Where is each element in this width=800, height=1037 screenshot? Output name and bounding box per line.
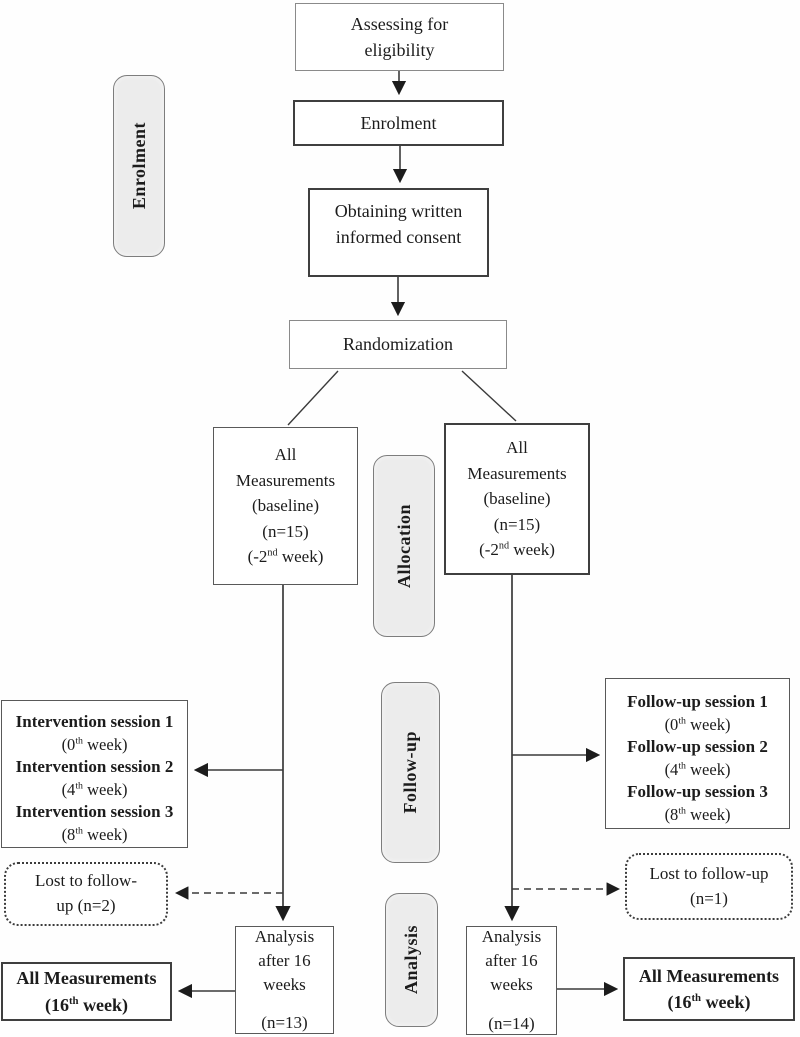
lost-left-line2: up (n=2) (56, 896, 116, 915)
baseline-right-l1: All (506, 438, 528, 458)
stage-label-enrolment-text: Enrolment (128, 122, 149, 210)
stage-label-allocation-text: Allocation (393, 504, 414, 588)
analysis-left-l3: weeks (263, 974, 306, 994)
stage-label-followup-text: Follow-up (400, 731, 420, 814)
enrolment-box: Enrolment (293, 100, 504, 146)
baseline-right-week: (-2nd week) (479, 540, 555, 560)
allmeas-right-week: (16th week) (667, 992, 751, 1012)
all-measurements-left-box: All Measurements (16th week) (1, 962, 172, 1021)
allmeas-right-line1: All Measurements (638, 965, 780, 986)
assessing-line1: Assessing for (350, 13, 449, 34)
followup-session-3-title: Follow-up session 3 (627, 782, 768, 802)
followup-session-1-week: (0th week) (664, 714, 731, 734)
followup-sessions-box: Follow-up session 1 (0th week) Follow-up… (605, 678, 790, 829)
assessing-eligibility-box: Assessing for eligibility (295, 3, 504, 71)
intervention-session-3-week: (8th week) (61, 825, 128, 845)
stage-label-allocation: Allocation (373, 455, 435, 637)
followup-session-2-title: Follow-up session 2 (627, 737, 768, 757)
baseline-right-l2: Measurements (467, 463, 567, 483)
lost-to-followup-left-box: Lost to follow- up (n=2) (4, 862, 168, 926)
intervention-session-2-title: Intervention session 2 (15, 757, 174, 777)
followup-session-1-title: Follow-up session 1 (627, 692, 768, 711)
lost-right-line1: Lost to follow-up (649, 863, 769, 883)
consent-line1: Obtaining written (334, 201, 463, 221)
intervention-session-3-title: Intervention session 3 (15, 802, 174, 822)
analysis-left-l1: Analysis (254, 926, 315, 946)
baseline-measurements-right-box: All Measurements (baseline) (n=15) (-2nd… (444, 423, 590, 575)
analysis-right-n: (n=14) (488, 1013, 535, 1033)
baseline-left-l3: (baseline) (251, 496, 320, 516)
consent-line2: informed consent (335, 227, 462, 248)
followup-session-2-week: (4th week) (664, 760, 731, 780)
allmeas-left-line1: All Measurements (16, 968, 157, 989)
stage-label-enrolment: Enrolment (113, 75, 165, 257)
baseline-left-week: (-2nd week) (247, 547, 324, 567)
intervention-session-1-title: Intervention session 1 (15, 712, 174, 731)
randomization-label: Randomization (343, 334, 453, 355)
baseline-left-l4: (n=15) (262, 521, 309, 541)
baseline-measurements-left-box: All Measurements (baseline) (n=15) (-2nd… (213, 427, 358, 585)
analysis-right-l3: weeks (490, 975, 533, 994)
baseline-right-l4: (n=15) (493, 514, 541, 534)
analysis-right-l2: after 16 (485, 951, 538, 971)
intervention-session-1-week: (0th week) (61, 734, 128, 754)
lost-left-line1: Lost to follow- (35, 871, 137, 891)
randomization-box: Randomization (289, 320, 507, 369)
enrolment-box-label: Enrolment (360, 112, 437, 133)
stage-label-analysis-text: Analysis (401, 925, 421, 995)
assessing-line2: eligibility (364, 40, 435, 60)
lost-to-followup-right-box: Lost to follow-up (n=1) (625, 853, 793, 920)
followup-session-3-week: (8th week) (664, 805, 731, 825)
all-measurements-right-box: All Measurements (16th week) (623, 957, 795, 1021)
stage-label-analysis: Analysis (385, 893, 438, 1027)
allmeas-left-week: (16th week) (44, 994, 129, 1015)
lost-right-line2: (n=1) (690, 888, 728, 908)
intervention-session-2-week: (4th week) (61, 780, 128, 800)
analysis-right-box: Analysis after 16 weeks (n=14) (466, 926, 557, 1035)
analysis-left-n: (n=13) (261, 1013, 308, 1033)
intervention-sessions-box: Intervention session 1 (0th week) Interv… (1, 700, 188, 848)
informed-consent-box: Obtaining written informed consent (308, 188, 489, 277)
baseline-left-l1: All (274, 445, 297, 465)
baseline-right-l3: (baseline) (483, 489, 551, 509)
analysis-right-l1: Analysis (481, 927, 542, 947)
analysis-left-box: Analysis after 16 weeks (n=13) (235, 926, 334, 1034)
analysis-left-l2: after 16 (258, 950, 311, 970)
baseline-left-l2: Measurements (235, 470, 336, 490)
stage-label-followup: Follow-up (381, 682, 440, 863)
